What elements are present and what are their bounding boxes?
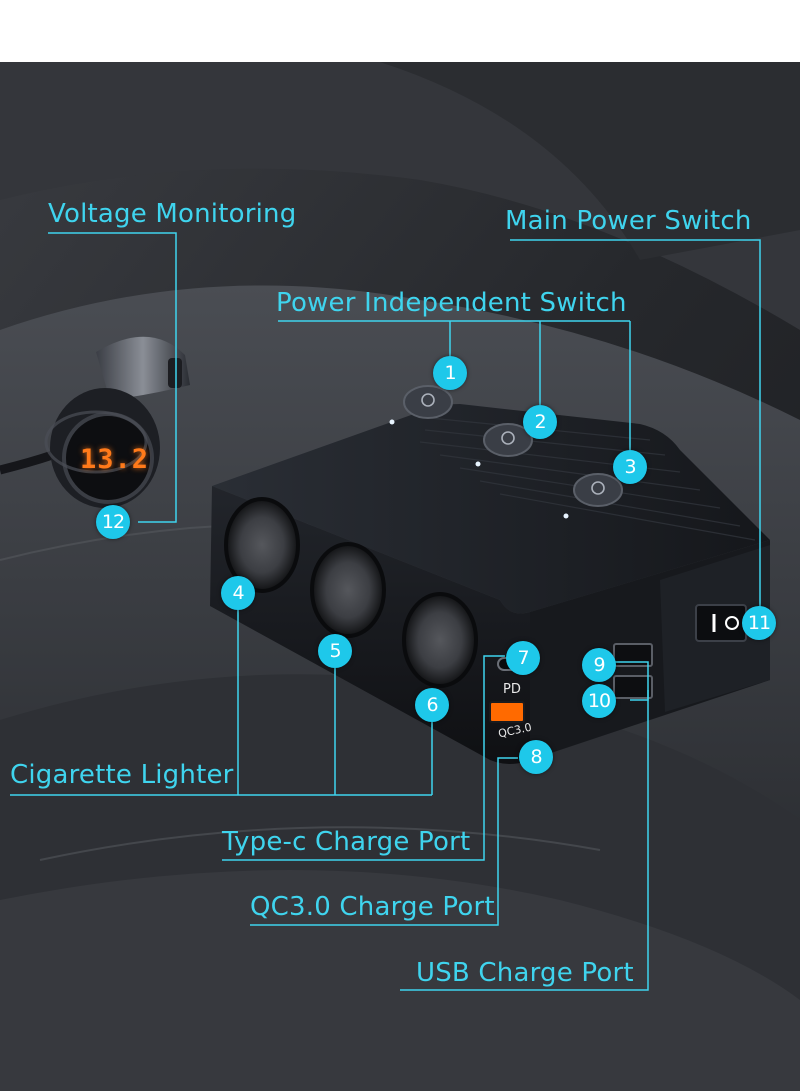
marker-1: 1 (433, 356, 467, 390)
label-qc30-charge-port: QC3.0 Charge Port (250, 892, 495, 922)
label-type-c-charge-port: Type-c Charge Port (222, 827, 471, 857)
marker-8: 8 (519, 740, 553, 774)
marker-4: 4 (221, 576, 255, 610)
marker-7: 7 (506, 641, 540, 675)
marker-5: 5 (318, 634, 352, 668)
marker-10: 10 (582, 684, 616, 718)
voltage-readout: 13.2 (80, 444, 150, 475)
label-voltage-monitoring: Voltage Monitoring (48, 199, 297, 229)
power-button-icon[interactable] (403, 385, 453, 419)
marker-12: 12 (96, 505, 130, 539)
marker-9: 9 (582, 648, 616, 682)
label-power-independent-switch: Power Independent Switch (276, 288, 627, 318)
power-button-icon[interactable] (573, 473, 623, 507)
pd-port-label: PD (503, 682, 521, 697)
label-usb-charge-port: USB Charge Port (416, 958, 634, 988)
rocker-switch-icon[interactable] (695, 604, 747, 642)
marker-11: 11 (742, 606, 776, 640)
label-cigarette-lighter: Cigarette Lighter (10, 760, 234, 790)
marker-3: 3 (613, 450, 647, 484)
marker-2: 2 (523, 405, 557, 439)
label-main-power-switch: Main Power Switch (505, 206, 752, 236)
marker-6: 6 (415, 688, 449, 722)
